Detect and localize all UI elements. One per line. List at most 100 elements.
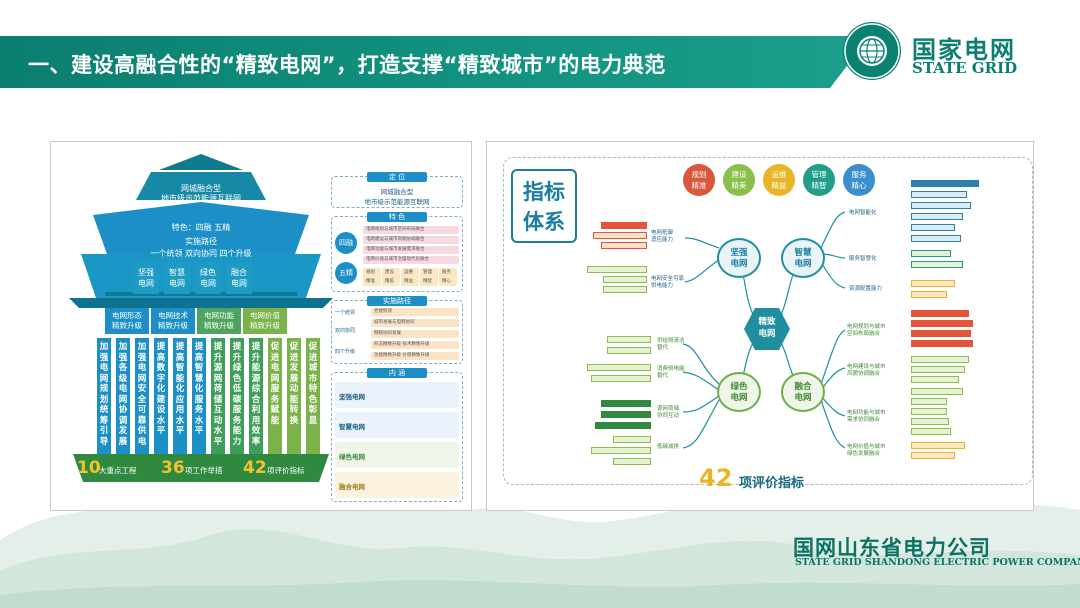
mindmap-frame [503, 157, 1033, 485]
leaf-tag [911, 340, 973, 347]
path-key: 四个升级 [335, 349, 356, 355]
leaf-tag [607, 336, 651, 343]
principle-circle: 建设 精美 [723, 164, 755, 196]
leaf-tag [911, 320, 973, 327]
leaf-tag [911, 180, 979, 187]
branch-label: 电网功能与城市 需求协同融合 [847, 410, 886, 423]
column-item: 提高数字化建设水平 [154, 338, 168, 454]
leaf-tag [603, 286, 647, 293]
leaf-tag [911, 418, 949, 425]
roof-title-1: 网城融合型 [181, 184, 221, 193]
five-item: 规划精准 [363, 268, 381, 286]
column-item: 促进城市特色彰显 [306, 338, 320, 454]
leaf-tag [911, 428, 951, 435]
leaf-tag [601, 400, 651, 407]
position-line1: 网城融合型 [380, 188, 414, 196]
five-fine-badge: 五精 [335, 262, 357, 284]
stat-label: 大重点工程 [99, 466, 137, 475]
leaf-tag [595, 422, 651, 429]
leaf-tag [613, 458, 651, 465]
leaf-tag [911, 202, 971, 209]
content-title: 内 涵 [367, 368, 427, 378]
indicator-count: 42 [699, 464, 733, 492]
five-item: 运维精益 [401, 268, 419, 286]
path-box-title: 实施路径 [367, 296, 427, 306]
column-item: 加强电网安全可靠供电 [135, 338, 149, 454]
four-item: 电网功能与城市发展需求融合 [363, 246, 459, 254]
principle-circle: 规划 精准 [683, 164, 715, 196]
indicator-system-badge: 指标 体系 [511, 169, 577, 243]
position-line2: 地市级示范能源互联网 [364, 198, 430, 206]
leaf-tag [601, 411, 651, 418]
mountain-background [0, 480, 1080, 608]
leaf-tag [911, 280, 955, 287]
column-item: 加强电网规划统筹引导 [97, 338, 111, 454]
content-item-card [335, 382, 459, 408]
five-item: 服务精心 [439, 268, 457, 286]
leaf-tag [911, 224, 955, 231]
column-item: 提升能源综合利用效率 [249, 338, 263, 454]
branch-label: 电网建设与城市 风貌协调融合 [847, 364, 886, 377]
position-title: 定 位 [367, 172, 427, 182]
leaf-tag [911, 398, 947, 405]
branch-label: 电网价值与城市 绿色发展融合 [847, 444, 886, 457]
pillar-green: 绿色 电网 [195, 262, 221, 294]
principle-circle: 服务 精心 [843, 164, 875, 196]
column-item: 提升源网荷储互动水平 [211, 338, 225, 454]
leaf-tag [911, 291, 947, 298]
leaf-tag [601, 222, 647, 229]
path-key: 双向协同 [335, 328, 356, 334]
indicator-count-label: 项评价指标 [739, 476, 805, 491]
four-item: 电网价值与城市治理现代化融合 [363, 256, 459, 264]
pillar-smart: 智慧 电网 [164, 262, 190, 294]
leaf-tag [911, 366, 965, 373]
stat-number: 42 [243, 458, 267, 478]
five-item: 管理精智 [420, 268, 438, 286]
leaf-tag [911, 191, 967, 198]
stat-number: 10 [77, 458, 101, 478]
branch-label: 服务智慧化 [849, 256, 877, 262]
principle-circle: 运维 精益 [763, 164, 795, 196]
state-grid-emblem-icon [843, 22, 901, 80]
leaf-tag [607, 347, 651, 354]
indicator-panel: 指标 体系 规划 精准 建设 精美 运维 精益 管理 精智 服务 精心 [486, 141, 1034, 511]
upgrade-value: 电网价值 精致升级 [243, 308, 287, 334]
leaf-tag [911, 452, 955, 459]
logo-text-cn: 国家电网 [912, 36, 1016, 64]
content-item-card [335, 442, 459, 468]
path-value: 党建统领 [371, 308, 459, 316]
path-line: 一个统领 双向协同 四个升级 [150, 249, 252, 258]
column-item: 提升绿色低碳服务能力 [230, 338, 244, 454]
branch-label: 资源配置能力 [849, 286, 883, 292]
leaf-tag [603, 276, 647, 283]
path-title: 实施路径 [185, 237, 217, 246]
principle-circle: 管理 精智 [803, 164, 835, 196]
stat-label: 项评价指标 [267, 466, 305, 475]
leaf-tag [911, 388, 963, 395]
leaf-tag [911, 235, 961, 242]
node-strong[interactable]: 坚强 电网 [717, 238, 761, 278]
branch-label: 电网规划与城市 空间布局融合 [847, 324, 886, 337]
column-item: 加强各级电网协调发展 [116, 338, 130, 454]
column-item: 促进发展动能转换 [287, 338, 301, 454]
leaf-tag [911, 376, 959, 383]
node-green[interactable]: 绿色 电网 [717, 372, 761, 412]
leaf-tag [911, 213, 963, 220]
branch-label: 低碳减排 [657, 444, 680, 450]
node-smart[interactable]: 智慧 电网 [781, 238, 825, 278]
leaf-tag [613, 436, 651, 443]
content-item-label: 坚强电网 [339, 393, 365, 401]
company-name-en: STATE GRID SHANDONG ELECTRIC POWER COMPA… [795, 557, 1080, 568]
branch-label: 电网智能化 [849, 210, 877, 216]
leaf-tag [591, 375, 651, 382]
logo-text-en: STATE GRID [912, 59, 1018, 77]
leaf-tag [911, 442, 965, 449]
content-item-card [335, 412, 459, 438]
node-fusion[interactable]: 融合 电网 [781, 372, 825, 412]
leaf-tag [601, 242, 647, 249]
pillar-fusion: 融合 电网 [226, 262, 252, 294]
content-item-label: 绿色电网 [339, 453, 365, 461]
path-value: 城市发展与电网协同 [371, 319, 459, 327]
four-fusion-badge: 四融 [335, 232, 357, 254]
upgrade-function: 电网功能 精致升级 [197, 308, 241, 334]
